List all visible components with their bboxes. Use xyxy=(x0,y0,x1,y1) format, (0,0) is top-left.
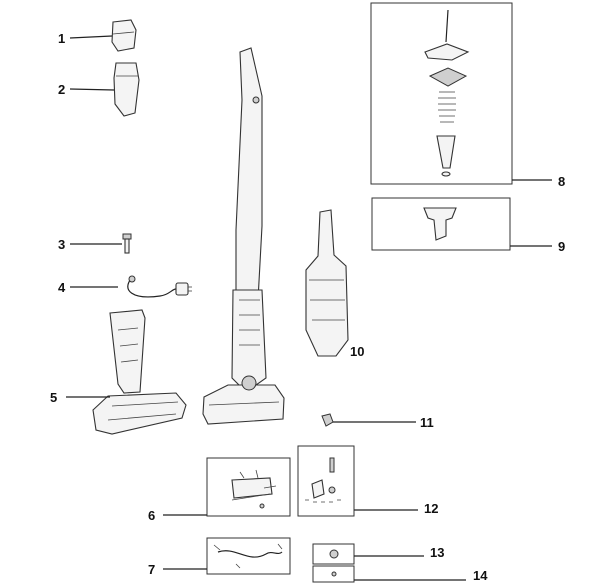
callout-13: 13 xyxy=(430,545,444,560)
callout-12: 12 xyxy=(424,501,438,516)
part-12-small-parts-kit xyxy=(305,457,341,503)
part-4-charger-cord xyxy=(127,275,192,298)
callout-1: 1 xyxy=(58,31,65,46)
part-11-clip xyxy=(321,413,334,427)
part-12-box xyxy=(297,445,355,517)
part-6-brushroll-assembly xyxy=(231,469,277,509)
part-9-cyclone-cone xyxy=(423,207,457,241)
part-8-spring-valve-assembly xyxy=(424,9,470,177)
callout-7: 7 xyxy=(148,562,155,577)
callout-14: 14 xyxy=(473,568,488,583)
callout-10: 10 xyxy=(350,344,364,359)
callout-11: 11 xyxy=(420,415,434,430)
part-2-filter-housing xyxy=(113,62,140,117)
callout-4: 4 xyxy=(58,280,66,295)
part-7-cord-harness xyxy=(213,543,283,569)
callout-2: 2 xyxy=(58,82,65,97)
callout-5: 5 xyxy=(50,390,57,405)
main-vacuum-body xyxy=(202,47,285,425)
callout-8: 8 xyxy=(558,174,565,189)
leader-1 xyxy=(69,35,113,39)
callout-9: 9 xyxy=(558,239,565,254)
callout-3: 3 xyxy=(58,237,65,252)
leader-2 xyxy=(69,88,115,91)
part-5-floor-nozzle-stand xyxy=(92,309,187,435)
part-3-screw xyxy=(122,233,132,254)
part-10-handheld-vacuum xyxy=(305,209,349,357)
part-1-cap xyxy=(111,19,137,52)
part-13-round-part xyxy=(329,549,339,559)
part-14-small-part xyxy=(331,571,337,577)
callout-6: 6 xyxy=(148,508,155,523)
